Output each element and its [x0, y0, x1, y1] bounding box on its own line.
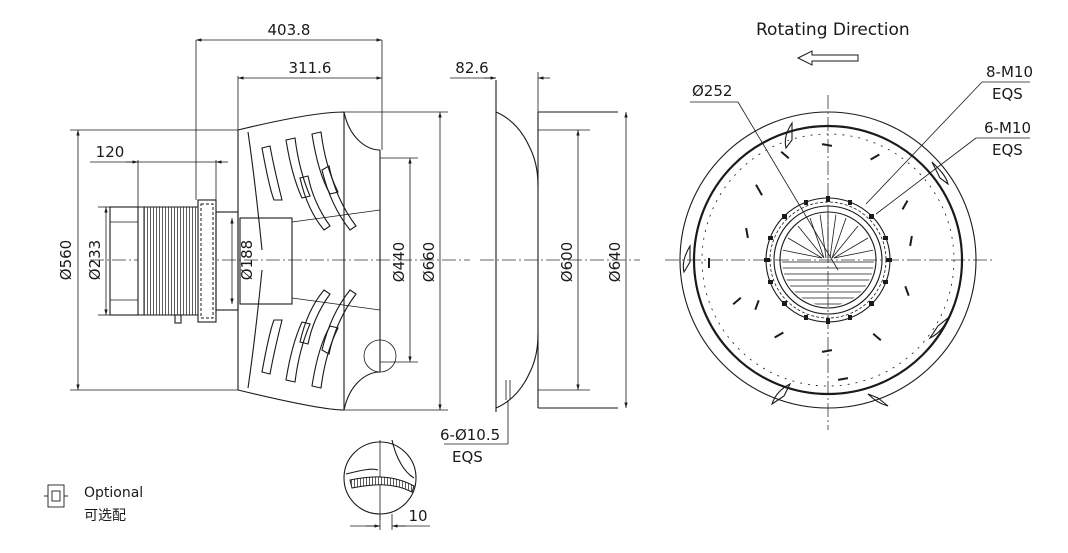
outer-ring — [679, 111, 977, 409]
motor-flange — [174, 199, 293, 324]
dim-nozzle-inner: Ø600 — [558, 242, 576, 282]
side-view: 403.8 311.6 120 Ø560 Ø233 Ø188 Ø440 — [57, 21, 470, 411]
bolt-spec-b-line1: 6-M10 — [984, 119, 1031, 137]
dim-motor-dia: Ø560 — [57, 240, 75, 280]
arrow-left-icon — [796, 50, 859, 66]
dim-gap: 10 — [408, 507, 427, 525]
detail-view: 10 — [343, 439, 430, 530]
front-view: Rotating Direction Ø252 8-M10 EQS 6-M10 … — [665, 20, 1033, 430]
motor-body — [109, 206, 199, 316]
dim-bolt-circle: Ø252 — [692, 82, 732, 100]
legend-optional-cn: 可选配 — [84, 508, 126, 524]
detail-marker-circle — [363, 339, 397, 373]
hole-spec-line1: 6-Ø10.5 — [440, 426, 500, 444]
blade-slots — [708, 143, 913, 381]
dim-outer-dia: Ø660 — [420, 242, 438, 282]
blade-tips — [682, 121, 950, 407]
legend-optional-en: Optional — [84, 485, 143, 501]
bolt-spec-a-line2: EQS — [992, 85, 1023, 103]
optional-part-icon — [44, 484, 68, 508]
dim-motor-offset: 120 — [96, 143, 125, 161]
dim-total-depth: 403.8 — [268, 21, 311, 39]
dim-hub-dia: Ø233 — [86, 240, 104, 280]
impeller-housing — [237, 111, 397, 411]
rotating-direction-label: Rotating Direction — [756, 20, 910, 40]
dim-nozzle-depth: 82.6 — [455, 59, 488, 77]
dim-inlet-dia: Ø440 — [390, 242, 408, 282]
legend: Optional 可选配 — [44, 484, 143, 524]
dim-nozzle-outer: Ø640 — [606, 242, 624, 282]
nozzle-view: 82.6 Ø600 Ø640 6-Ø10.5 EQS — [440, 59, 640, 466]
dim-shaft-dia: Ø188 — [238, 240, 256, 280]
bolt-ring — [764, 196, 892, 324]
bolt-spec-a-line1: 8-M10 — [986, 63, 1033, 81]
dim-impeller-depth: 311.6 — [289, 59, 332, 77]
bolt-spec-b-line2: EQS — [992, 141, 1023, 159]
shroud-ring — [692, 124, 964, 396]
hole-spec-line2: EQS — [452, 448, 483, 466]
